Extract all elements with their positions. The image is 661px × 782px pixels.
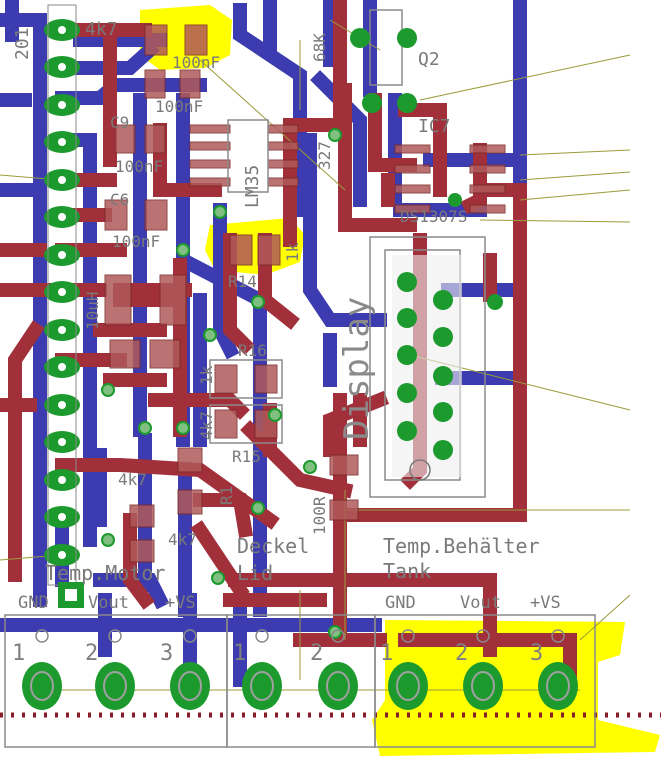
label-c9: C9 [110,113,129,132]
label-vout-left: Vout [88,593,129,613]
vias [101,128,342,639]
silkscreen-labels: 201 4k7 100nF 100nF C9 100nF C6 100nF LM… [12,19,561,666]
label-4k7-top: 4k7 [85,19,118,40]
label-10uh: 10uH [83,291,102,330]
pin-number-2b: 2 [310,641,323,666]
label-r16: R16 [238,341,267,360]
label-deckel: Deckel [237,534,309,558]
label-temp-motor: Temp.Motor [45,561,165,585]
label-vout-right: Vout [460,593,501,613]
pin-number-2a: 2 [85,641,98,666]
pin-number-1c: 1 [380,641,393,666]
label-tank: Tank [383,559,431,583]
label-201: 201 [12,27,33,60]
label-display: Display [337,297,377,440]
highlight-connector-right [372,620,660,756]
label-c6: C6 [110,190,129,209]
display-pin1-marker [409,459,431,481]
label-temp-behalter: Temp.Behälter [383,534,540,558]
label-lm35: LM35 [242,165,263,208]
pin-number-3a: 3 [160,641,173,666]
pin-number-1b: 1 [233,641,246,666]
label-327: 327 [315,141,334,170]
label-68k: 68K [310,33,329,62]
label-100nf-3: 100nF [115,157,163,176]
label-gnd-right: GND [385,593,416,613]
label-r15: R15 [232,447,261,466]
label-4k7-mid: 4k7 [197,411,216,440]
label-100nf-2: 100nF [155,97,203,116]
label-4k7-low: 4k7 [168,530,197,549]
label-ic7: IC7 [418,116,451,137]
label-q2: Q2 [418,49,440,70]
label-vs-left: +VS [165,593,196,613]
through-hole-pads [350,28,503,460]
label-1k: 1k [197,365,216,385]
pin-number-2c: 2 [455,641,468,666]
label-100nf-1: 100nF [172,53,220,72]
label-lid: Lid [237,561,273,585]
pin-markers [35,629,565,643]
label-ds1307: DS1307S [400,207,467,226]
label-gnd-left: GND [18,593,49,613]
label-100r: 100R [310,496,329,535]
smd-pads [104,24,506,563]
header-pins-left [44,4,84,608]
label-100nf-4: 100nF [112,232,160,251]
terminal-pads [22,662,578,710]
label-r14-value: 1k [283,242,302,262]
pin-number-1a: 1 [12,641,25,666]
label-r14: R14 [228,272,257,291]
label-4k7-left: 4k7 [118,470,147,489]
label-vs-right: +VS [530,593,561,613]
label-r1: R1 [217,486,236,505]
pin-number-3c: 3 [530,641,543,666]
